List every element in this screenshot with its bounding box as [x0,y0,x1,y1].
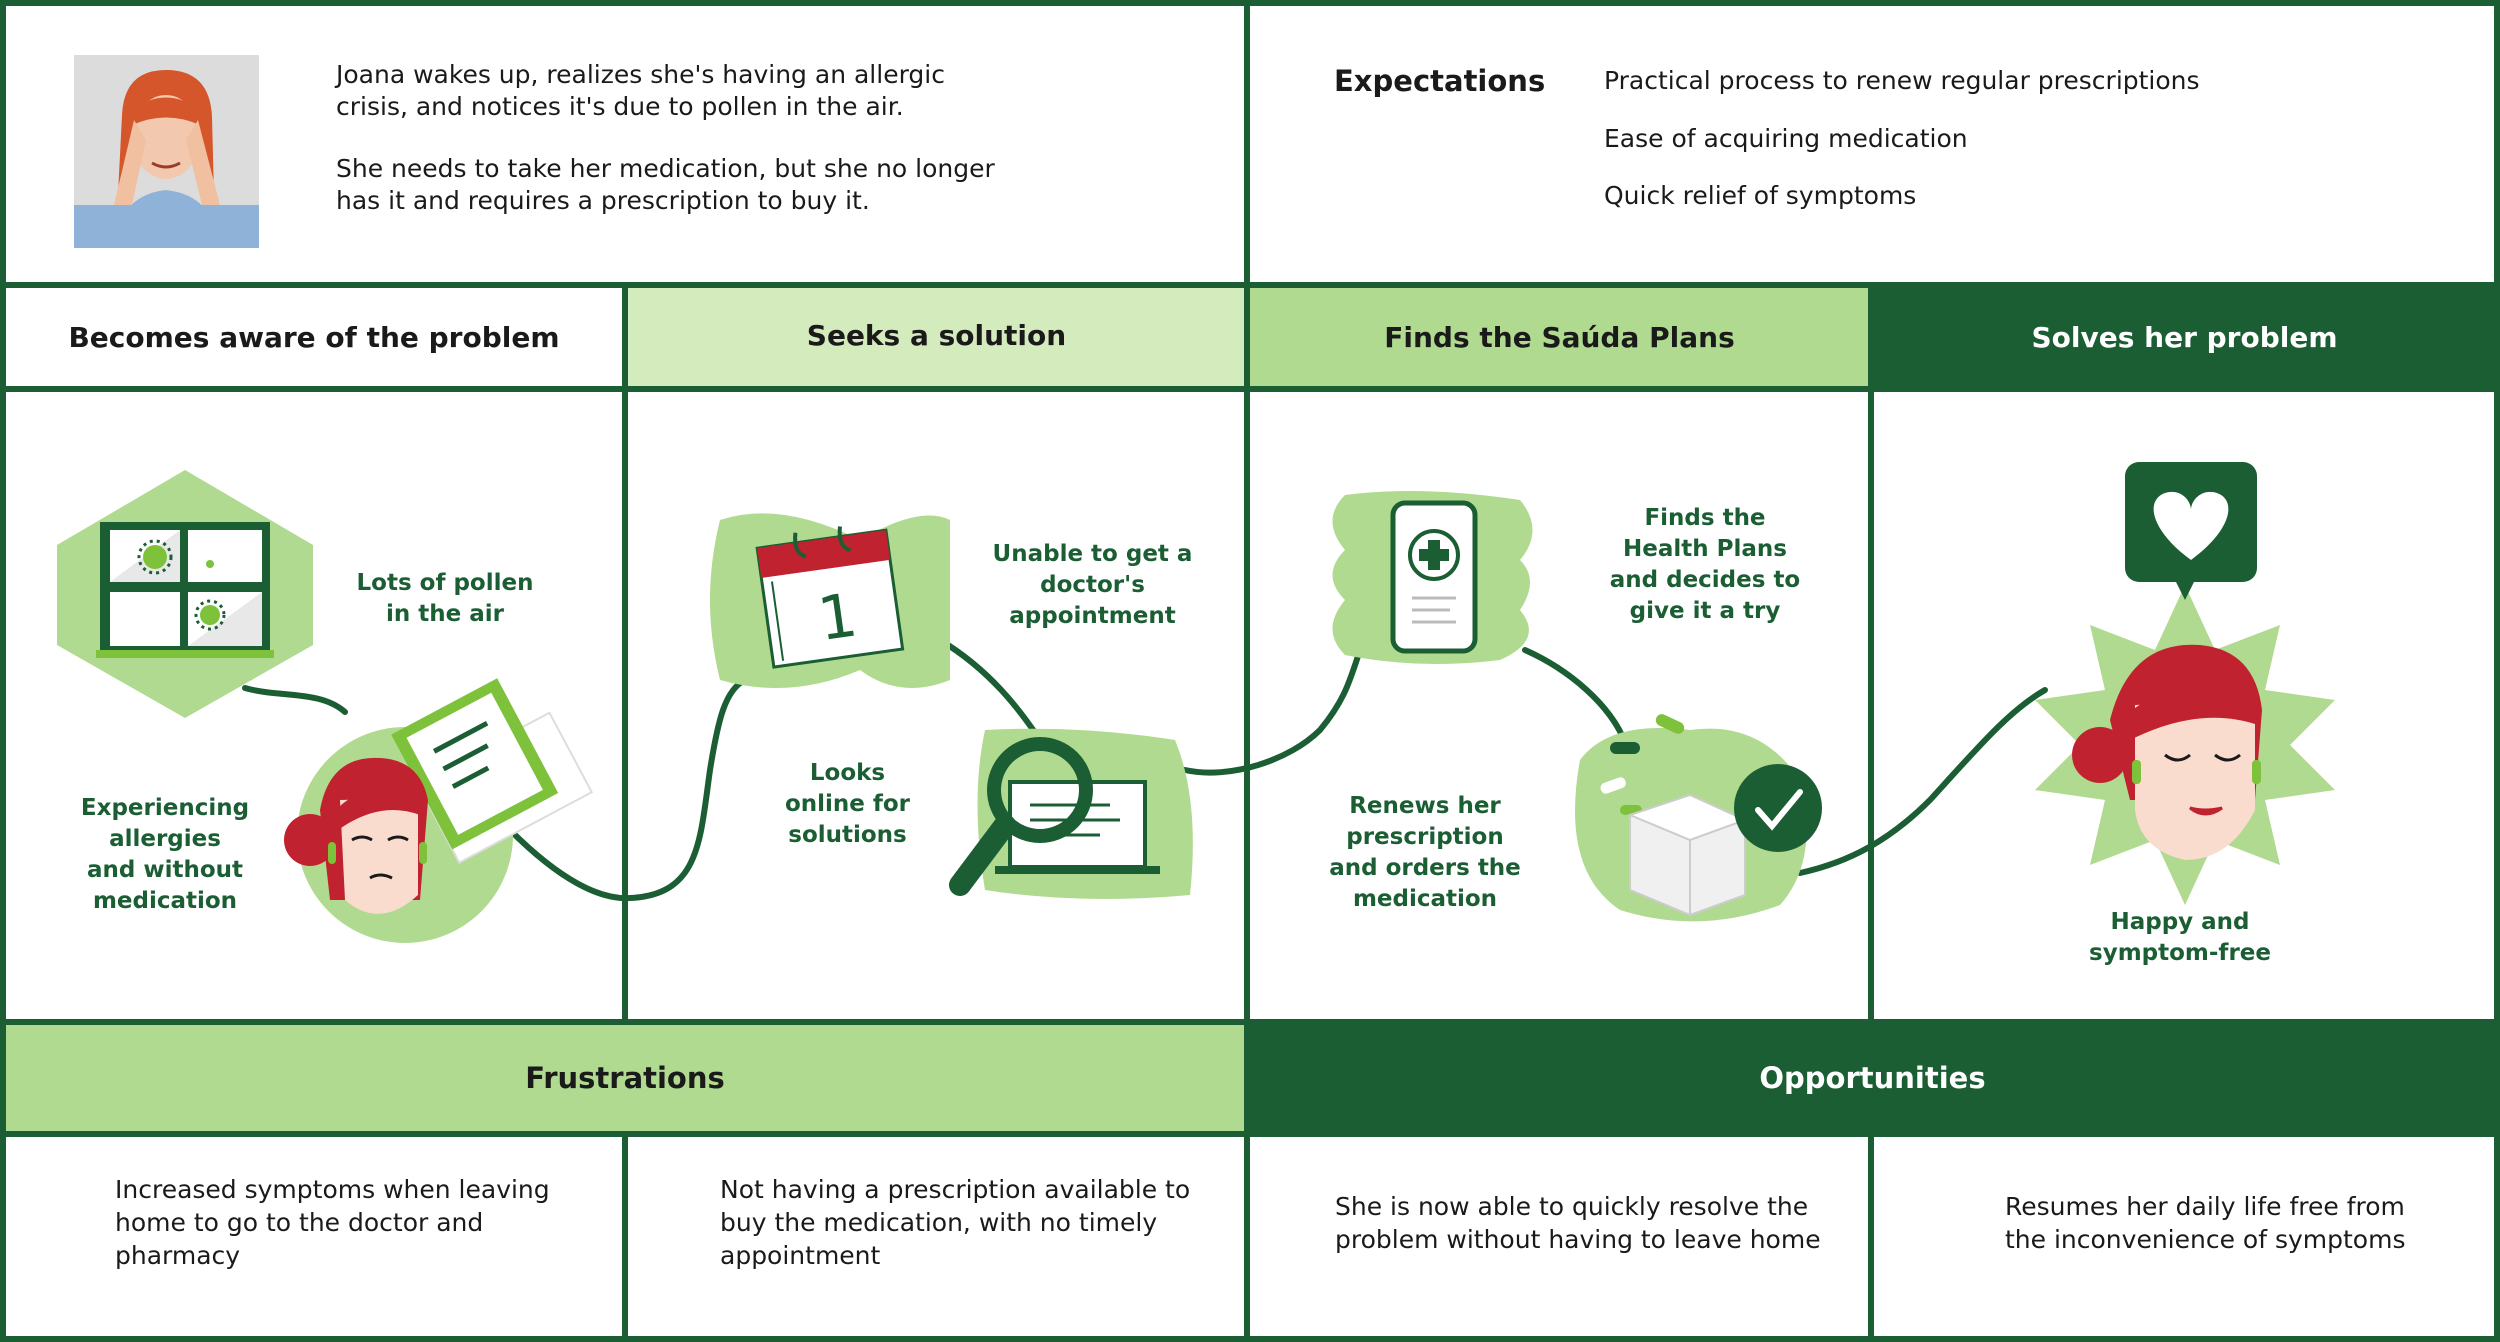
opportunity-1: She is now able to quickly resolve the p… [1335,1192,1821,1254]
laptop-search-illustration [949,728,1193,899]
happy-woman-illustration [2035,462,2335,905]
calendar-illustration: 1 [710,513,950,688]
persona-photo [74,55,259,248]
phase-label-finds: Finds the Saúda Plans [1384,320,1735,354]
journey-path [242,637,2048,902]
phone-app-illustration [1332,491,1533,664]
phase-label-solves: Solves her problem [2031,320,2338,354]
phase-label-aware: Becomes aware of the problem [68,320,560,354]
caption-pollen: Lots of pollen in the air [356,570,534,627]
opportunities-band-bg [1250,1025,2495,1131]
allergic-woman-illustration [284,678,594,943]
frustration-1: Increased symptoms when leaving home to … [115,1175,550,1270]
caption-no-appointment: Unable to get a doctor's appointment [992,541,1193,629]
expectations-title: Expectations [1334,64,1546,98]
persona-paragraph-2: She needs to take her medication, but sh… [336,154,995,215]
opportunity-2: Resumes her daily life free from the inc… [2005,1192,2406,1254]
phase-header-bg-3 [1250,288,1869,386]
expectation-item: Ease of acquiring medication [1604,124,1968,153]
window-pollen-illustration [57,470,313,718]
delivery-box-illustration [1575,714,1822,922]
persona-paragraph-1: Joana wakes up, realizes she's having an… [336,60,945,121]
caption-allergies: Experiencing allergies and without medic… [80,795,250,914]
caption-looks-online: Looks online for solutions [784,760,911,848]
frustrations-label: Frustrations [525,1061,725,1095]
phase-header-bg-2 [628,288,1245,386]
frustration-2: Not having a prescription available to b… [720,1175,1191,1270]
phase-header-bg-4 [1874,288,2495,386]
opportunities-label: Opportunities [1759,1061,1986,1095]
phase-header-bg-1 [5,288,623,386]
frustrations-band-bg [5,1025,1245,1131]
persona-description: Joana wakes up, realizes she's having an… [336,59,1016,247]
expectation-item: Practical process to renew regular presc… [1604,66,2200,95]
phase-label-seeks: Seeks a solution [806,318,1067,352]
expectation-item: Quick relief of symptoms [1604,181,1917,210]
caption-finds-plans: Finds the Health Plans and decides to gi… [1609,505,1801,624]
caption-happy: Happy and symptom-free [2089,909,2271,966]
caption-renews: Renews her prescription and orders the m… [1329,793,1521,912]
